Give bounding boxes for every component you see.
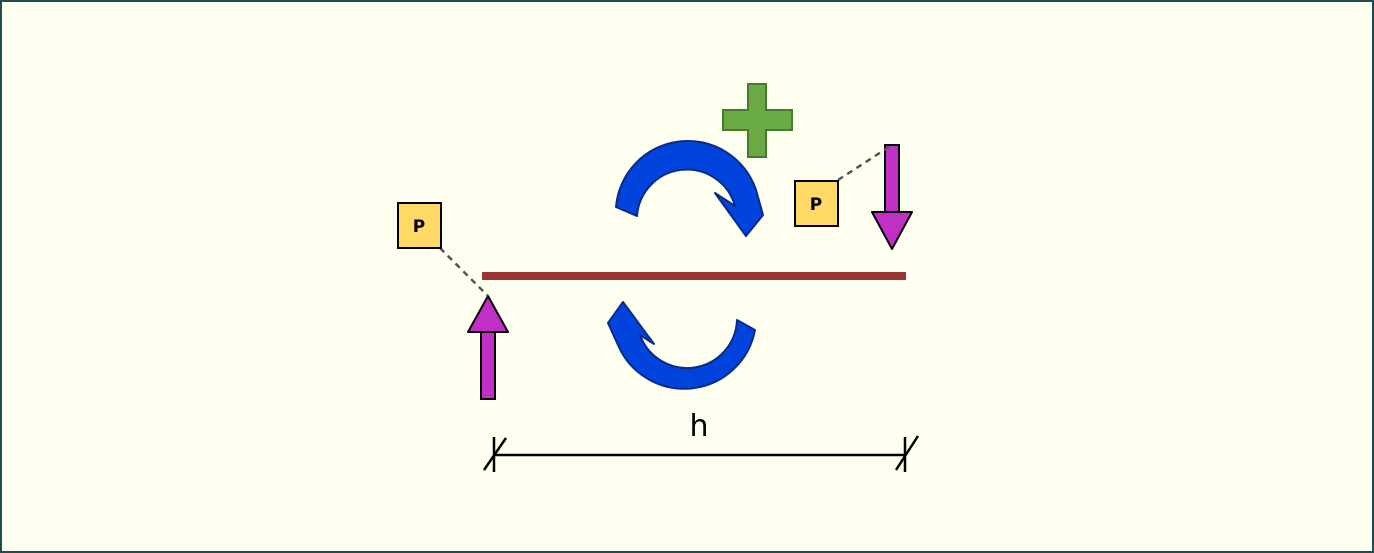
right-force-label-text: P [810, 195, 822, 215]
right-label-leader [837, 145, 890, 182]
right-force-label: P [794, 180, 839, 227]
left-force-label-text: P [413, 217, 425, 237]
left-force-label: P [397, 202, 442, 249]
right-force-arrow [871, 144, 913, 250]
counterclockwise-moment-icon [607, 301, 756, 390]
plus-icon [722, 83, 793, 158]
distance-label: h [689, 409, 708, 444]
clockwise-moment-icon [615, 139, 764, 237]
left-force-arrow [467, 295, 509, 400]
left-label-leader [439, 247, 489, 297]
distance-dimension [482, 435, 920, 472]
